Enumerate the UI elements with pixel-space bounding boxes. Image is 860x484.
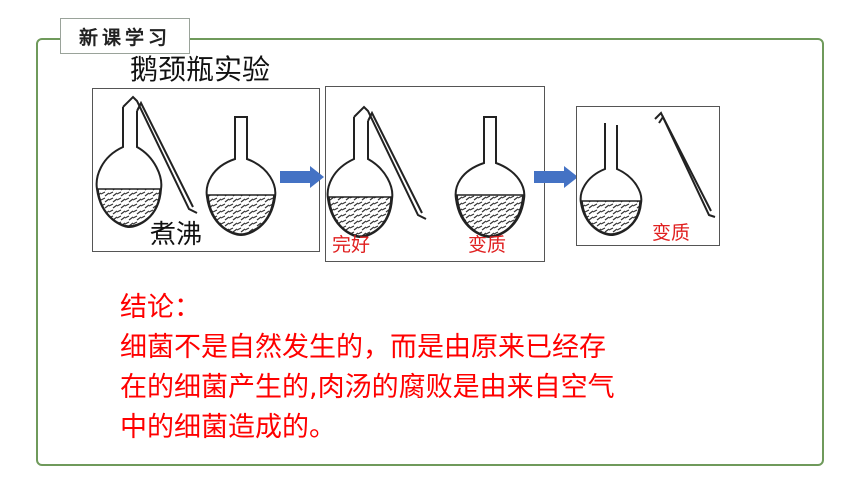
arrow-right-icon [534,166,578,188]
section-tag: 新课学习 [60,18,190,54]
panel-boiling [92,88,320,252]
detached-swan-neck [654,111,716,218]
conclusion-line: 在的细菌产生的,肉汤的腐败是由来自空气 [120,372,615,403]
flask-illustration-results [326,105,526,239]
flask-illustration-boiling [95,95,277,237]
label-boiling: 煮沸 [150,220,203,250]
broken-neck-flask [579,123,643,237]
straight-neck-flask [205,116,277,237]
label-spoiled-1: 变质 [468,234,507,256]
conclusion-block: 结论： 细菌不是自然发生的，而是由原来已经存 在的细菌产生的,肉汤的腐败是由来自… [120,288,760,448]
straight-neck-flask-spoiled [454,116,526,239]
swan-neck-flask-intact [326,105,427,239]
label-spoiled-2: 变质 [652,222,691,244]
conclusion-heading: 结论： [120,292,201,323]
arrow-right-icon [280,166,324,188]
conclusion-line: 细菌不是自然发生的，而是由原来已经存 [120,332,606,363]
panel-broken-neck [576,106,720,246]
swan-neck-flask [95,95,198,229]
page-title: 鹅颈瓶实验 [130,53,271,86]
content-frame [36,38,824,466]
conclusion-line: 中的细菌造成的。 [120,412,336,443]
flask-illustration-broken [579,111,716,237]
label-intact: 完好 [332,234,371,256]
